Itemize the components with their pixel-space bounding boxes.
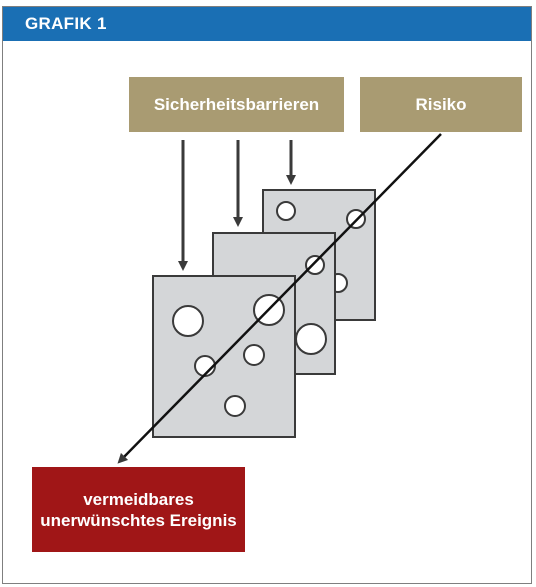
slice-hole <box>224 395 246 417</box>
risk-arrow <box>117 133 442 464</box>
risk-label-box: Risiko <box>360 77 522 132</box>
slice-hole <box>243 344 265 366</box>
event-label: vermeidbares unerwünschtes Ereignis <box>40 489 237 530</box>
barriers-label-box: Sicherheitsbarrieren <box>129 77 344 132</box>
slice-hole <box>295 323 327 355</box>
event-label-box: vermeidbares unerwünschtes Ereignis <box>32 467 245 552</box>
slice-hole <box>276 201 296 221</box>
barrier-arrows <box>178 140 296 271</box>
slice-hole <box>305 255 325 275</box>
barriers-label: Sicherheitsbarrieren <box>153 94 320 114</box>
figure-header: GRAFIK 1 <box>3 7 531 41</box>
slice-hole <box>172 305 204 337</box>
risk-label: Risiko <box>415 94 467 114</box>
figure-title: GRAFIK 1 <box>25 14 107 33</box>
